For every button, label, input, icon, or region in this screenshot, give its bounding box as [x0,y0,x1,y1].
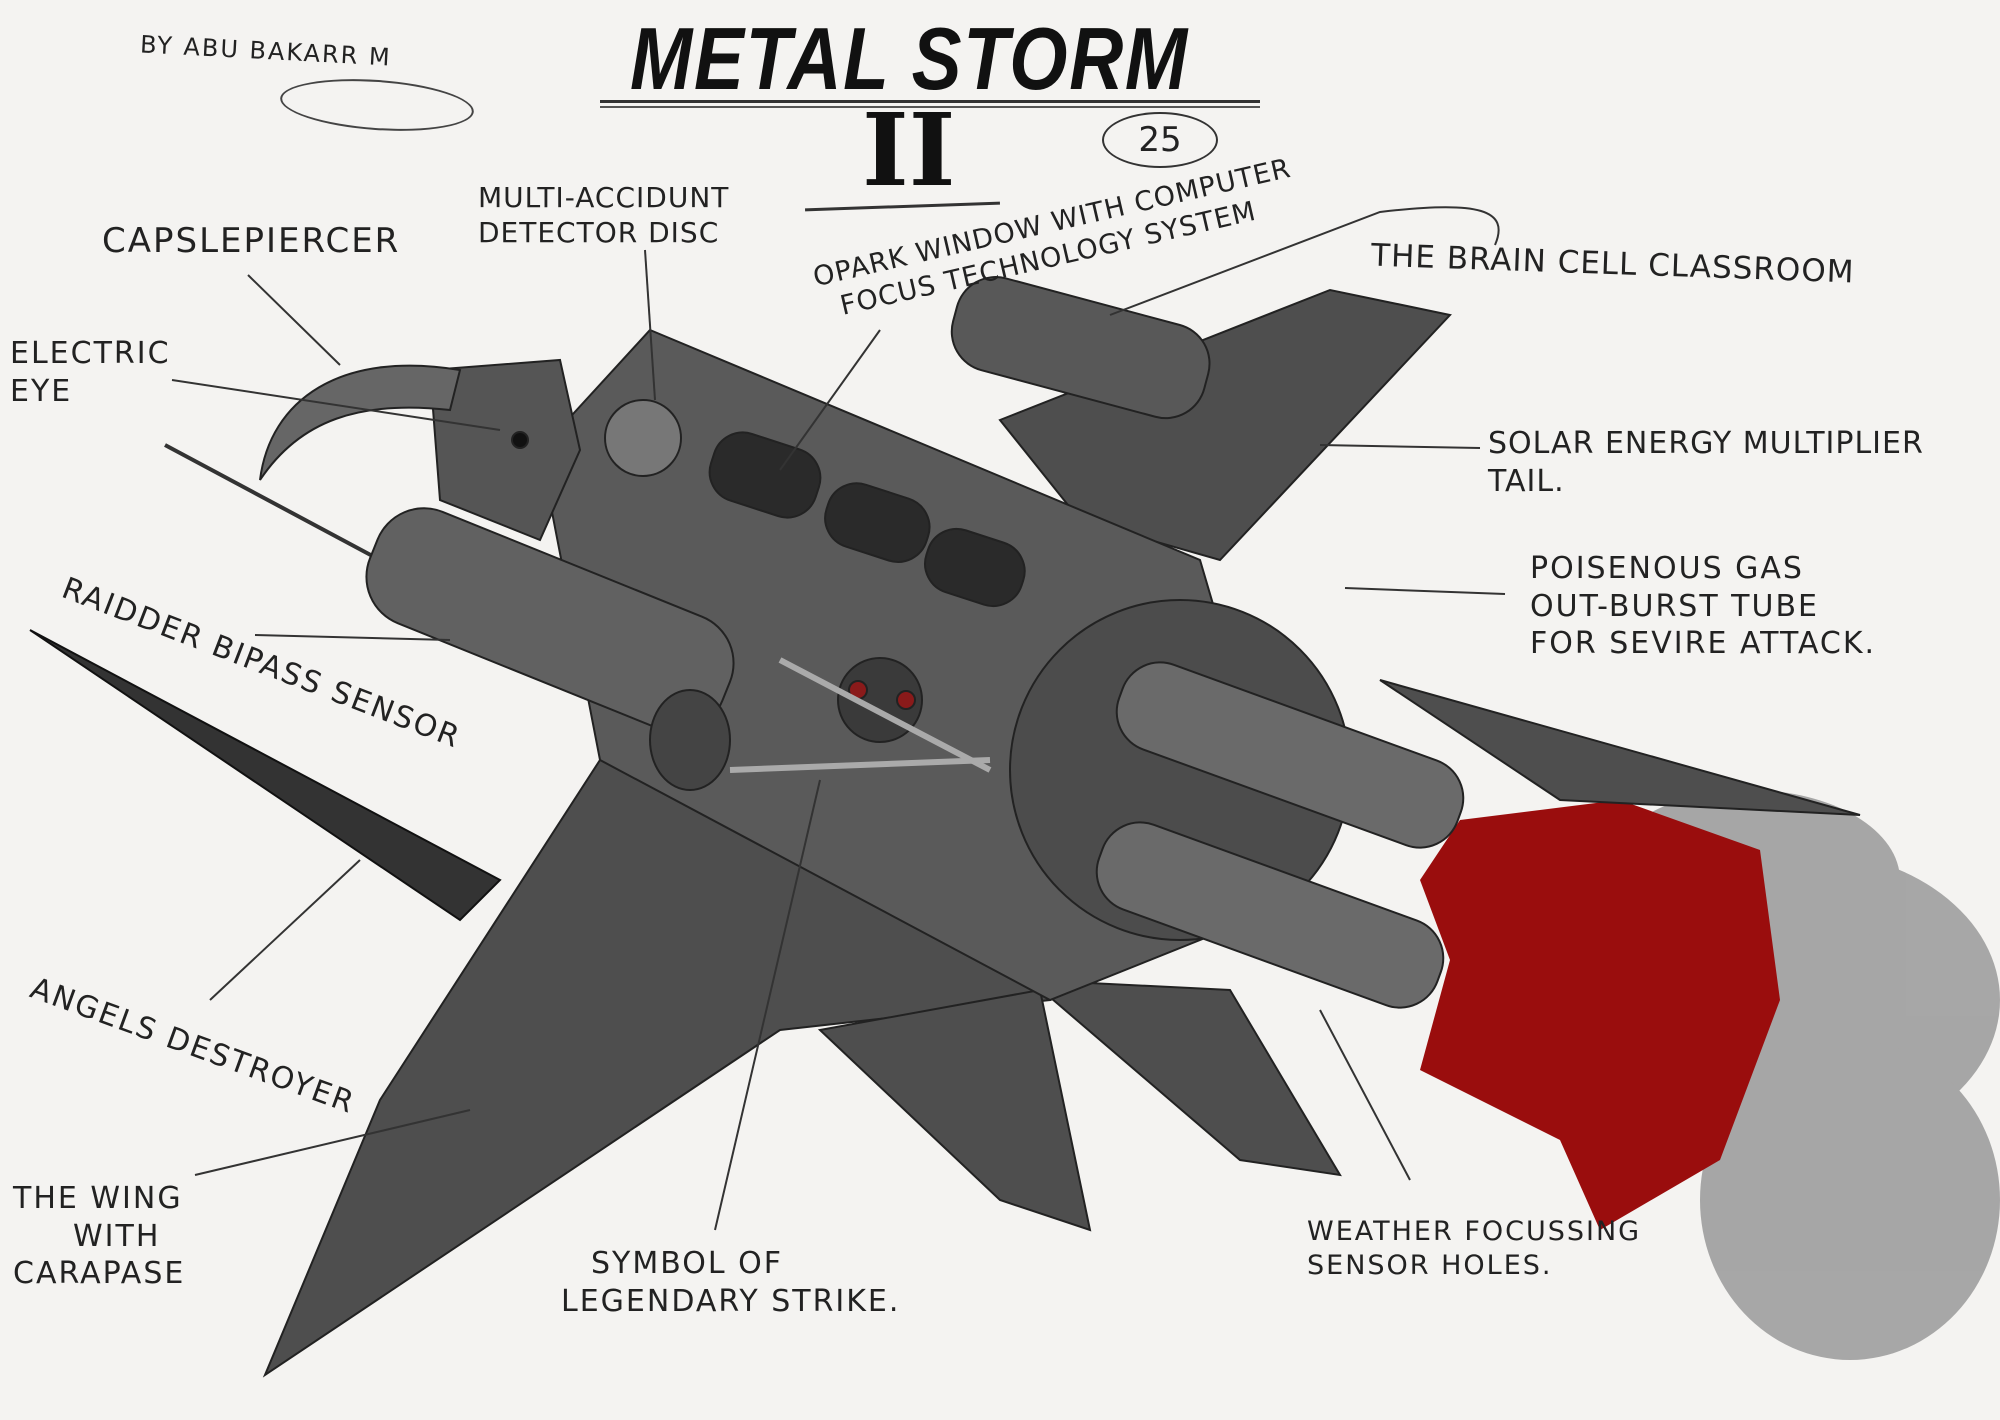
raidder-antenna [164,443,381,562]
label-weather-sensor: Weather focussing Sensor holes. [1307,1215,1641,1283]
fuselage [259,276,1465,1009]
label-line: Tail. [1488,463,1565,499]
label-line: For sevire attack. [1530,626,1877,661]
label-gas-tube: Poisenous Gas Out-Burst Tube For sevire … [1530,550,1876,663]
label-capslepiercer: Capslepiercer [102,221,401,261]
rear-fin [1379,679,1861,816]
label-legendary-strike: Symbol of Legendary Strike. [561,1245,900,1320]
label-line: Eye [10,373,73,409]
label-electric-eye: Electric Eye [10,335,171,410]
label-line: Multi-Accidunt [478,181,730,214]
label-line: The wing [13,1181,183,1216]
wings [262,288,1861,1378]
label-line: Carapase [13,1256,186,1291]
label-line: Poisenous Gas [1530,551,1804,586]
label-line: Out-Burst Tube [1530,588,1820,624]
label-line: Weather focussing [1307,1216,1642,1247]
label-line: Symbol of [591,1246,784,1281]
label-line: Electric [10,336,171,371]
leader-lines [171,206,1506,1231]
angels-destroyer-blade [29,629,502,922]
label-wing-carapase: The wing with Carapase [13,1180,185,1293]
exhaust-flame [1420,800,1780,1230]
label-solar-tail: Solar energy multiplier Tail. [1488,425,1924,500]
label-line: Legendary Strike. [561,1283,901,1319]
title-numeral: II [862,91,956,209]
tail-fin-lower [817,988,1092,1232]
label-line: Sensor holes. [1307,1249,1553,1281]
label-detector-disc: Multi-Accidunt Detector Disc [478,180,729,250]
drawing-title: METAL STORM [630,9,1189,108]
label-line: with [73,1218,161,1254]
tail-fin-rear [1027,978,1342,1177]
page-number: 25 [1102,112,1218,168]
label-line: Detector Disc [478,216,720,249]
label-line: Solar energy multiplier [1488,426,1924,461]
title-underline [600,100,1260,108]
